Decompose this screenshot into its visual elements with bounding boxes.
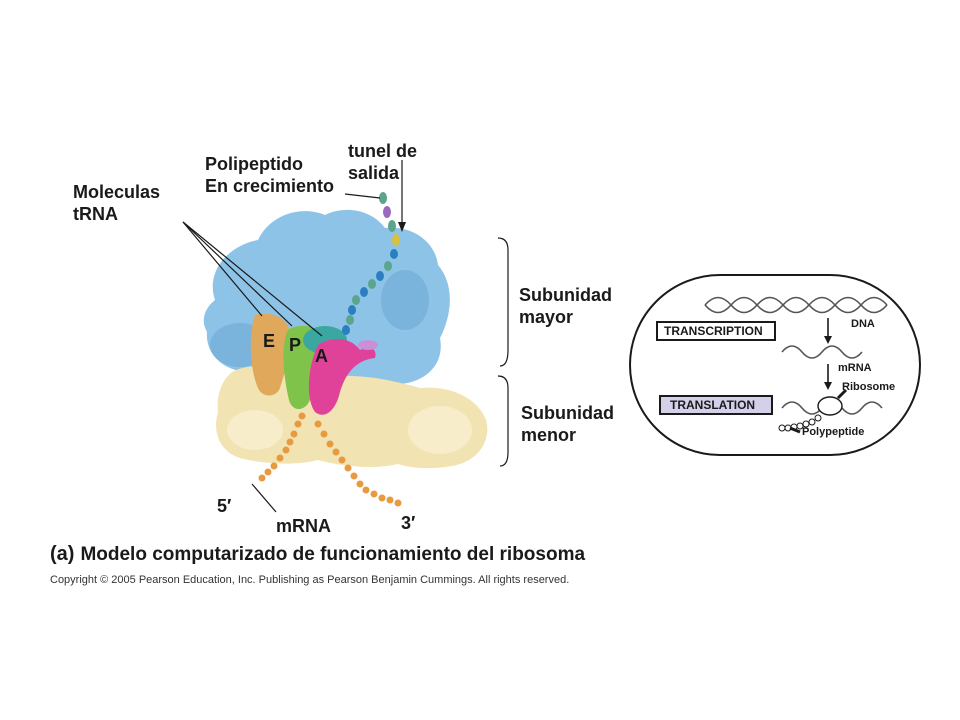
exit-tunnel-label-line2: salida xyxy=(348,163,400,183)
site-a-label: A xyxy=(315,346,328,366)
small-subunit-highlight xyxy=(408,406,472,454)
polypeptide-label: Polipeptido En crecimiento xyxy=(205,153,334,197)
inset-polypeptide-label: Polypeptide xyxy=(802,426,865,438)
mrna-label: mRNA xyxy=(276,516,332,536)
copyright-text: Copyright © 2005 Pearson Education, Inc.… xyxy=(50,574,570,586)
trna-a-shape xyxy=(308,338,376,415)
inset-polypeptide-pointer xyxy=(789,426,801,434)
five-prime-label: 5′ xyxy=(217,496,232,516)
three-prime-label: 3′ xyxy=(401,513,416,533)
translation-label: TRANSLATION xyxy=(670,398,756,412)
dna-helix xyxy=(704,296,888,314)
inset-mrna-label: mRNA xyxy=(838,362,872,374)
caption-letter: (a) xyxy=(50,543,75,565)
inset-ribosome-pointer xyxy=(836,388,848,400)
exit-tunnel-label: tunel de salida xyxy=(348,140,417,184)
small-subunit-label-line2: menor xyxy=(521,425,577,445)
site-e-label: E xyxy=(263,331,276,351)
trna-label-line1: Moleculas xyxy=(73,182,161,202)
small-subunit-label-line1: Subunidad xyxy=(521,403,614,423)
trna-a-tail xyxy=(358,340,378,350)
translation-box xyxy=(659,395,773,415)
small-subunit-label: Subunidad menor xyxy=(521,402,614,446)
inset-mrna-wave xyxy=(781,345,863,359)
dna-label: DNA xyxy=(851,318,875,330)
figure-caption: (a)Modelo computarizado de funcionamient… xyxy=(50,543,585,566)
large-subunit-label-line1: Subunidad xyxy=(519,285,612,305)
trna-label: Moleculas tRNA xyxy=(73,181,160,225)
large-subunit-label-line2: mayor xyxy=(519,307,574,327)
polypeptide-label-line1: Polipeptido xyxy=(205,154,303,174)
large-subunit-shadow xyxy=(381,270,429,330)
inset-arrows xyxy=(824,318,832,390)
inset-oval xyxy=(629,274,921,456)
site-p-label: P xyxy=(289,335,302,355)
trna-e-shape xyxy=(250,313,291,396)
ribosome-label: Ribosome xyxy=(842,381,896,393)
transcription-label: TRANSCRIPTION xyxy=(664,324,763,338)
large-subunit-label: Subunidad mayor xyxy=(519,284,612,328)
exit-tunnel-label-line1: tunel de xyxy=(348,141,418,161)
polypeptide-label-line2: En crecimiento xyxy=(205,176,335,196)
inset-ribosome-shape xyxy=(817,396,843,416)
leader-lines xyxy=(182,160,509,513)
transcription-box xyxy=(656,321,776,341)
trna-label-line2: tRNA xyxy=(73,204,118,224)
polypeptide-chain xyxy=(342,192,400,335)
caption-text: Modelo computarizado de funcionamiento d… xyxy=(80,544,586,565)
small-subunit-highlight xyxy=(227,410,283,450)
mrna-strand xyxy=(258,412,402,507)
